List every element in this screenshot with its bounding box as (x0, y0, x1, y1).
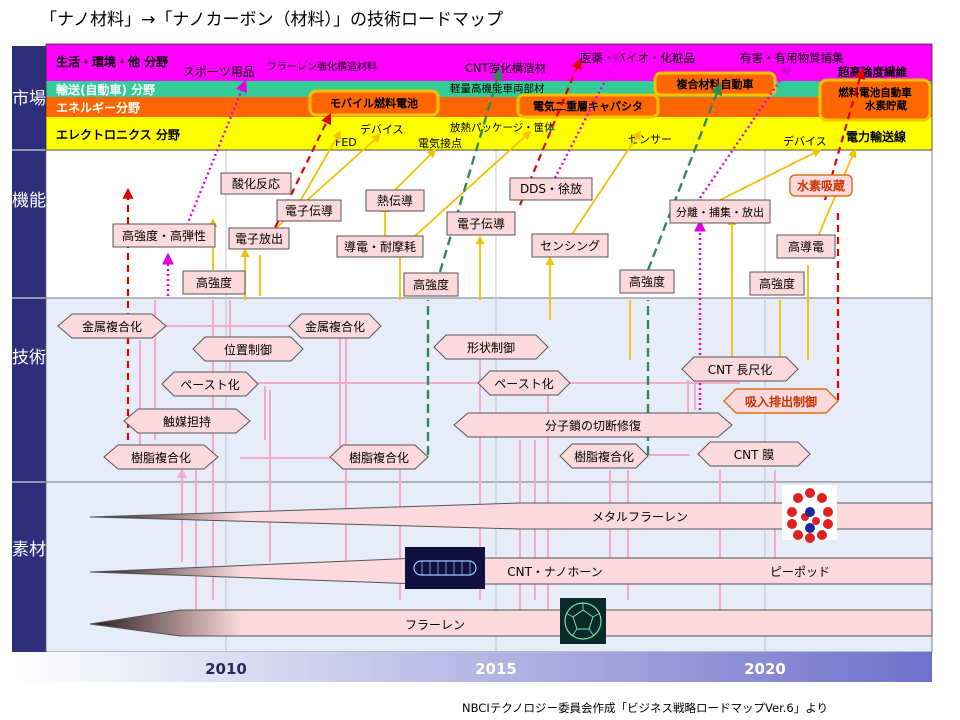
tech-box: CNT 長尺化 (708, 363, 773, 377)
function-box: 電子伝導 (285, 204, 333, 218)
function-box: 高導電 (788, 239, 824, 254)
function-box: センシング (540, 239, 600, 253)
market-box-fcv: 燃料電池自動車水素貯蔵 (838, 86, 912, 112)
tech-box: 形状制御 (467, 340, 515, 355)
market-box-edlc: 電気二重層キャパシタ (533, 99, 643, 113)
material-label: フラーレン (405, 618, 465, 632)
tech-box: ペースト化 (494, 377, 553, 391)
section-band (12, 46, 46, 652)
year-2020: 2020 (744, 660, 786, 678)
market-label-transport: 輸送(自動車) 分野 (56, 82, 155, 97)
function-box: 熱伝導 (377, 194, 413, 208)
tech-box: CNT 膜 (734, 448, 775, 462)
market-item: スポーツ用品 (183, 65, 255, 79)
year-2010: 2010 (205, 660, 247, 678)
year-2015: 2015 (475, 660, 517, 678)
source-note: NBCIテクノロジー委員会作成「ビジネス戦略ロードマップVer.6」より (462, 701, 828, 715)
market-item: 軽量高機能車両部材 (450, 82, 545, 95)
market-label-life: 生活・環境・他 分野 (56, 54, 168, 69)
cnt-icon (405, 547, 485, 589)
timeline-bar (12, 652, 932, 682)
page-title: 「ナノ材料」→「ナノカーボン（材料）」の技術ロードマップ (40, 10, 504, 30)
market-item: 医薬・バイオ・化粧品 (580, 51, 695, 65)
market-item: CNT強化構造材 (465, 61, 547, 75)
market-item: 電気接点 (418, 136, 462, 150)
function-box: 高強度 (759, 276, 795, 291)
tech-box: 分子鎖の切断修復 (545, 418, 641, 433)
market-item: FED (335, 136, 357, 149)
function-box: 酸化反応 (232, 176, 280, 191)
function-box: 高強度・高弾性 (122, 228, 206, 243)
function-box: 高強度 (629, 274, 665, 289)
section-tech: 技術 (12, 348, 46, 368)
market-box-composite-car: 複合材料自動車 (676, 77, 754, 91)
market-item: フラーレン強化構造材料 (267, 60, 377, 73)
market-label-electronics: エレクトロニクス 分野 (56, 127, 180, 142)
tech-box: 金属複合化 (305, 319, 365, 334)
material-label: メタルフラーレン (592, 510, 688, 524)
function-box: 分離・捕集・放出 (676, 205, 764, 219)
tech-box: 樹脂複合化 (131, 450, 191, 465)
tech-box: 触媒担持 (163, 414, 211, 429)
market-box-mobile-fuel-cell: モバイル燃料電池 (330, 96, 418, 110)
function-box: 高強度 (413, 277, 449, 292)
material-label: ピーポッド (770, 565, 830, 579)
function-box: 電子伝導 (457, 217, 505, 231)
function-box: 高強度 (196, 275, 232, 290)
market-label-energy: エネルギー分野 (56, 100, 140, 115)
tech-box: ペースト化 (180, 378, 239, 392)
fullerene-icon (560, 598, 606, 644)
function-box: DDS・徐放 (520, 181, 582, 196)
material-label: CNT・ナノホーン (507, 565, 603, 579)
material-bar-metalfullerene (89, 502, 933, 530)
metal-fullerene-icon (782, 485, 837, 543)
market-item: 電力輸送線 (846, 129, 906, 144)
function-box: 導電・耐摩耗 (344, 239, 416, 254)
market-item: デバイス (360, 122, 404, 136)
section-material: 素材 (12, 540, 46, 560)
material-bar-cnt (89, 557, 933, 585)
section-function: 機能 (12, 191, 46, 211)
material-bar-fullerene (89, 609, 933, 637)
market-row-electronics (46, 117, 932, 150)
tech-box: 金属複合化 (82, 319, 142, 334)
function-box: 水素吸蔵 (797, 178, 845, 193)
function-box: 電子放出 (235, 231, 283, 246)
market-item: デバイス (783, 134, 827, 148)
section-market: 市場 (12, 89, 46, 109)
market-item: 超高強度繊維 (837, 65, 907, 79)
tech-box: 位置制御 (224, 342, 272, 357)
tech-box: 樹脂複合化 (349, 450, 409, 465)
market-item: 放熱パッケージ・筐体 (450, 121, 555, 134)
tech-box: 吸入排出制御 (745, 394, 817, 409)
tech-box: 樹脂複合化 (574, 449, 634, 464)
market-item: 有害・有用物質捕集 (740, 51, 844, 65)
